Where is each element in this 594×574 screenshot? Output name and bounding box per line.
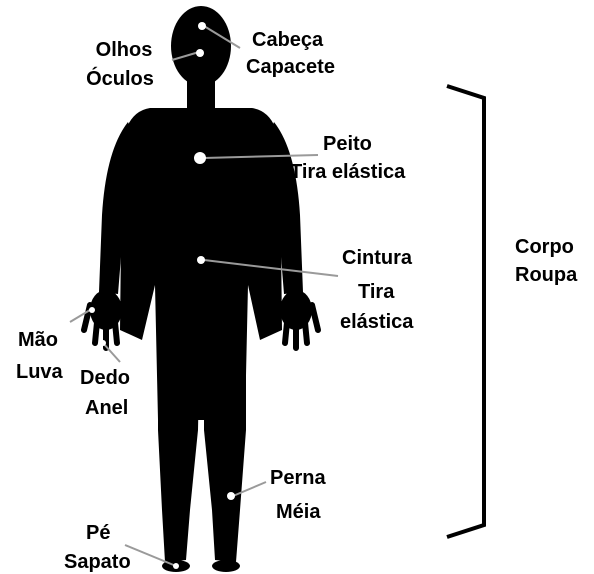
- label-finger: Dedo: [80, 366, 130, 390]
- label-glasses: Óculos: [70, 67, 170, 91]
- marker-head: [198, 22, 206, 30]
- body-bracket: [447, 86, 484, 537]
- label-glove: Luva: [16, 360, 63, 384]
- label-waist: Cintura: [342, 246, 412, 270]
- label-ring: Anel: [85, 396, 128, 420]
- label-foot: Pé: [86, 521, 110, 545]
- marker-leg: [227, 492, 235, 500]
- marker-hand: [89, 307, 95, 313]
- label-eyes: Olhos: [74, 38, 174, 62]
- label-elastic: elástica: [340, 310, 413, 334]
- label-hand: Mão: [18, 328, 58, 352]
- label-leg: Perna: [270, 466, 326, 490]
- label-clothes: Roupa: [515, 263, 577, 287]
- marker-waist: [197, 256, 205, 264]
- label-sock: Méia: [276, 500, 320, 524]
- label-chest: Peito: [323, 132, 372, 156]
- marker-chest: [194, 152, 206, 164]
- label-chest-strap: Tira elástica: [290, 160, 405, 184]
- label-helmet: Capacete: [246, 55, 335, 79]
- label-body: Corpo: [515, 235, 574, 259]
- marker-finger: [100, 340, 106, 346]
- marker-eyes: [196, 49, 204, 57]
- marker-foot: [173, 563, 179, 569]
- label-head: Cabeça: [252, 28, 323, 52]
- label-strap: Tira: [358, 280, 394, 304]
- label-shoe: Sapato: [64, 550, 131, 574]
